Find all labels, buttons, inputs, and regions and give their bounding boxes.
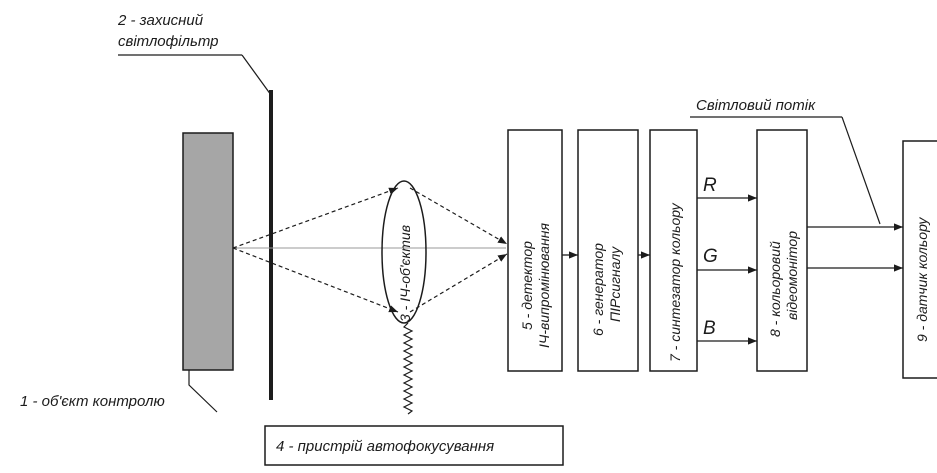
monitor-label-line2: відеомонітор [784,231,800,320]
channel-r-label: R [703,175,717,196]
filter-leader-line [241,54,272,96]
light-flow-leader [841,116,881,225]
beam-lower-out [409,253,508,313]
autofocus-label: 4 - пристрій автофокусування [276,438,494,455]
beam-upper-in [232,187,399,249]
generator-label-line1: 6 - генератор [590,243,606,336]
channel-g-label: G [703,246,718,267]
filter-label-line1: 2 - захисний [117,12,204,29]
lens-label: 3 - ІЧ-об'єктив [397,225,413,322]
generator-label-line2: ПІРсигналу [607,246,623,322]
object-label: 1 - об'єкт контролю [20,393,165,410]
autofocus-block [264,425,564,466]
monitor-block [756,129,808,372]
filter-label-line2: світлофільтр [118,33,219,50]
object-block [182,132,234,371]
synthesizer-label: 7 - синтезатор кольору [667,202,683,362]
sensor-block [902,140,937,379]
monitor-label-line1: 8 - кольоровий [767,241,783,337]
detector-label-line2: ІЧ-випромінювання [536,223,552,348]
channel-b-label: B [703,318,716,339]
autofocus-link [402,322,414,415]
detector-block [507,129,563,372]
beam-upper-out [409,187,508,245]
generator-block [577,129,639,372]
sensor-label: 9 - датчик кольору [914,217,930,342]
light-flow-label: Світловий потік [696,97,816,114]
synthesizer-block [649,129,698,372]
object-leader-line [188,370,218,413]
beam-lower-in [232,247,399,313]
detector-label-line1: 5 - детектор [519,241,535,330]
ir-lens [381,180,427,324]
